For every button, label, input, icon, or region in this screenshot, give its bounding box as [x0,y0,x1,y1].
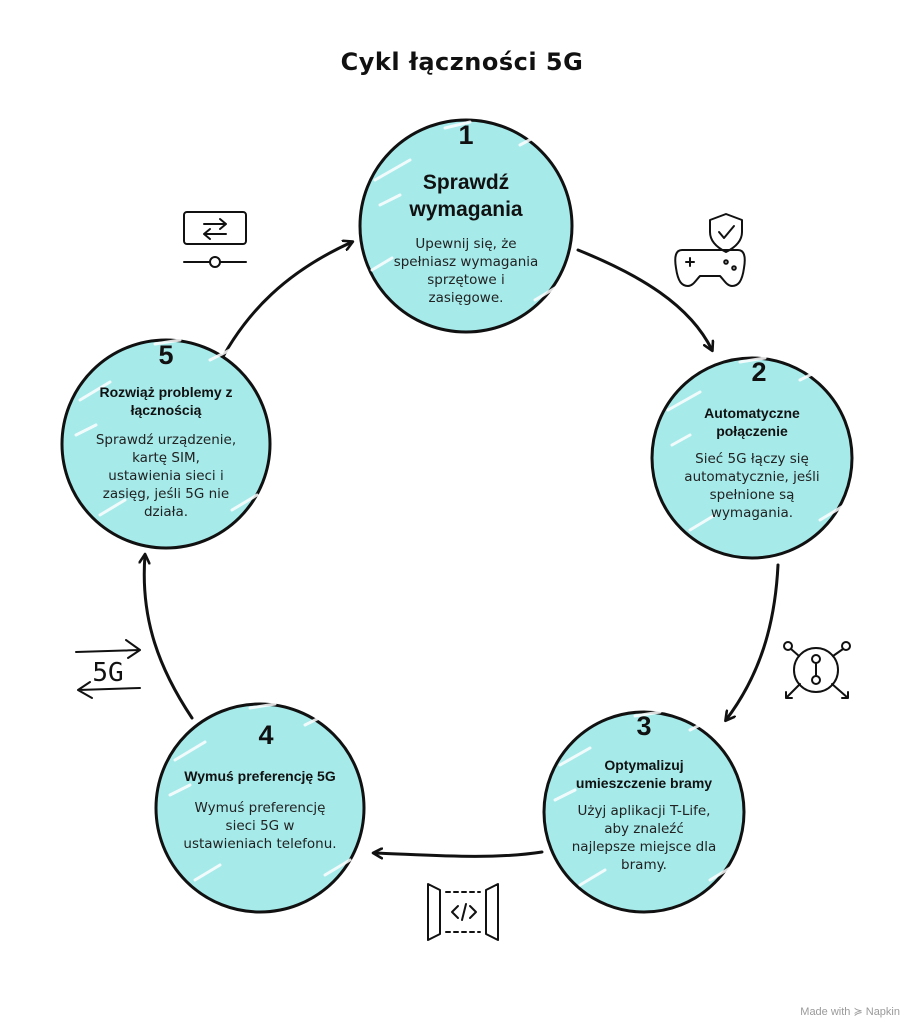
step-4-circle [154,702,366,914]
step-5-description: Sprawdź urządzenie, kartę SIM, ustawieni… [95,432,237,520]
step-5-number: 5 [158,340,174,370]
step-4-description: Wymuś preferencję sieci 5G w ustawieniac… [183,800,337,852]
step-1-description: Upewnij się, że spełniasz wymagania sprz… [393,236,539,306]
gamepad-shield-icon [674,213,746,287]
arrow-3-to-4 [374,852,544,856]
step-2-content: 2 Automatyczne połączenie Sieć 5G łączy … [672,357,832,522]
step-1-heading: Sprawdź wymagania [409,171,523,221]
network-hub-icon [783,641,851,699]
step-5-heading: Rozwiąż problemy z łącznością [99,384,233,418]
diagram-title: Cykl łączności 5G [340,48,584,76]
step-5-circle [60,338,272,550]
settings-slider-icon [183,211,247,268]
5g-label-text: 5G [92,658,123,688]
made-with-napkin-footer: Made with ≽ Napkin [800,1006,900,1018]
step-4-heading: Wymuś preferencję 5G [184,768,336,784]
step-1-circle [358,118,574,334]
step-4-content: 4 Wymuś preferencję 5G Wymuś preferencję… [172,720,348,853]
step-3-content: 3 Optymalizuj umieszczenie bramy Użyj ap… [560,711,728,874]
step-1-number: 1 [458,120,474,150]
step-1-content: 1 Sprawdź wymagania Upewnij się, że speł… [376,120,556,307]
step-3-heading: Optymalizuj umieszczenie bramy [575,757,713,791]
arrow-2-to-3 [726,563,780,720]
step-5-content: 5 Rozwiąż problemy z łącznością Sprawdź … [76,340,256,521]
step-2-circle [650,356,854,560]
5g-arrows-icon [75,639,141,699]
step-3-circle [542,710,746,914]
step-4-number: 4 [258,720,274,750]
step-3-number: 3 [636,711,652,741]
arrow-1-to-2 [576,248,712,350]
step-2-number: 2 [751,357,767,387]
code-tag-icon [427,883,499,941]
step-3-description: Użyj aplikacji T-Life, aby znaleźć najle… [571,803,717,873]
arrow-4-to-5 [144,555,194,720]
step-2-heading: Automatyczne połączenie [704,405,800,439]
step-2-description: Sieć 5G łączy się automatycznie, jeśli s… [684,451,820,521]
